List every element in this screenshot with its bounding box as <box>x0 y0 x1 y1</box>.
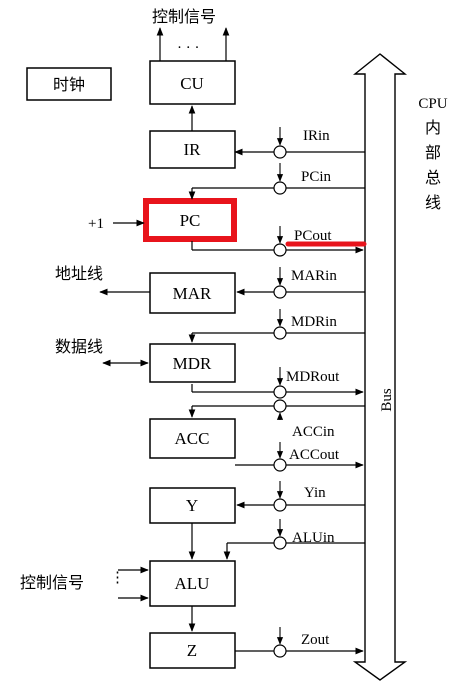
aluin-signal: ALUin <box>292 530 335 546</box>
pcin-connection <box>188 163 365 200</box>
zout-connection <box>235 627 364 658</box>
cu-label: CU <box>180 74 204 93</box>
mdr-register: MDR <box>149 343 236 383</box>
mdrin-signal: MDRin <box>291 314 337 330</box>
clock-box <box>26 67 112 101</box>
mar-label: MAR <box>173 284 212 303</box>
accout-signal: ACCout <box>289 447 340 463</box>
bus-title-line-3: 部 <box>425 143 441 162</box>
alu-control-dots: ⋮ <box>110 570 125 586</box>
mar-register: MAR <box>149 272 236 314</box>
alu-control-signal-label: 控制信号 <box>20 573 84 592</box>
z-register: Z <box>149 632 236 669</box>
irin-connection <box>234 127 365 159</box>
mdrin-connection <box>188 309 365 343</box>
y-register: Y <box>149 487 236 524</box>
irin-signal: IRin <box>303 128 330 144</box>
acc-register: ACC <box>149 418 236 459</box>
data-line-label: 数据线 <box>55 337 103 356</box>
cu-register: CU <box>149 60 236 105</box>
clock-label: 时钟 <box>53 75 85 94</box>
top-dots: · · · <box>177 40 200 56</box>
yin-signal: Yin <box>304 485 326 501</box>
aluin-connection <box>223 519 365 560</box>
marin-connection <box>236 267 365 299</box>
pcout-connection <box>191 226 364 257</box>
bus-title-line-1: CPU <box>418 96 447 112</box>
address-line-label: 地址线 <box>55 264 103 283</box>
acc-label: ACC <box>175 429 210 448</box>
mdrout-signal: MDRout <box>286 369 340 385</box>
bus-title-line-2: 内 <box>425 118 441 137</box>
pc-register: PC <box>143 198 237 242</box>
y-label: Y <box>186 496 198 515</box>
ir-register: IR <box>149 130 236 169</box>
pcin-signal: PCin <box>301 169 332 185</box>
accin-signal: ACCin <box>292 424 335 440</box>
accin-connection <box>188 399 365 420</box>
top-control-signal-label: 控制信号 <box>152 7 216 26</box>
pc-label: PC <box>180 211 201 230</box>
mdrout-connection <box>191 367 364 399</box>
z-label: Z <box>187 641 197 660</box>
bus-title-line-4: 总 <box>425 168 441 187</box>
bus-title-line-5: 线 <box>425 193 441 212</box>
plus-one-label: +1 <box>88 216 104 232</box>
alu-label: ALU <box>175 574 210 593</box>
zout-signal: Zout <box>301 632 330 648</box>
internal-bus <box>352 53 408 681</box>
mdr-label: MDR <box>173 354 212 373</box>
alu-register: ALU <box>149 560 236 607</box>
ir-label: IR <box>184 140 202 159</box>
marin-signal: MARin <box>291 268 337 284</box>
yin-connection <box>236 481 365 512</box>
accout-connection <box>235 442 364 472</box>
bus-label: Bus <box>379 388 395 412</box>
pcout-signal: PCout <box>294 228 332 244</box>
